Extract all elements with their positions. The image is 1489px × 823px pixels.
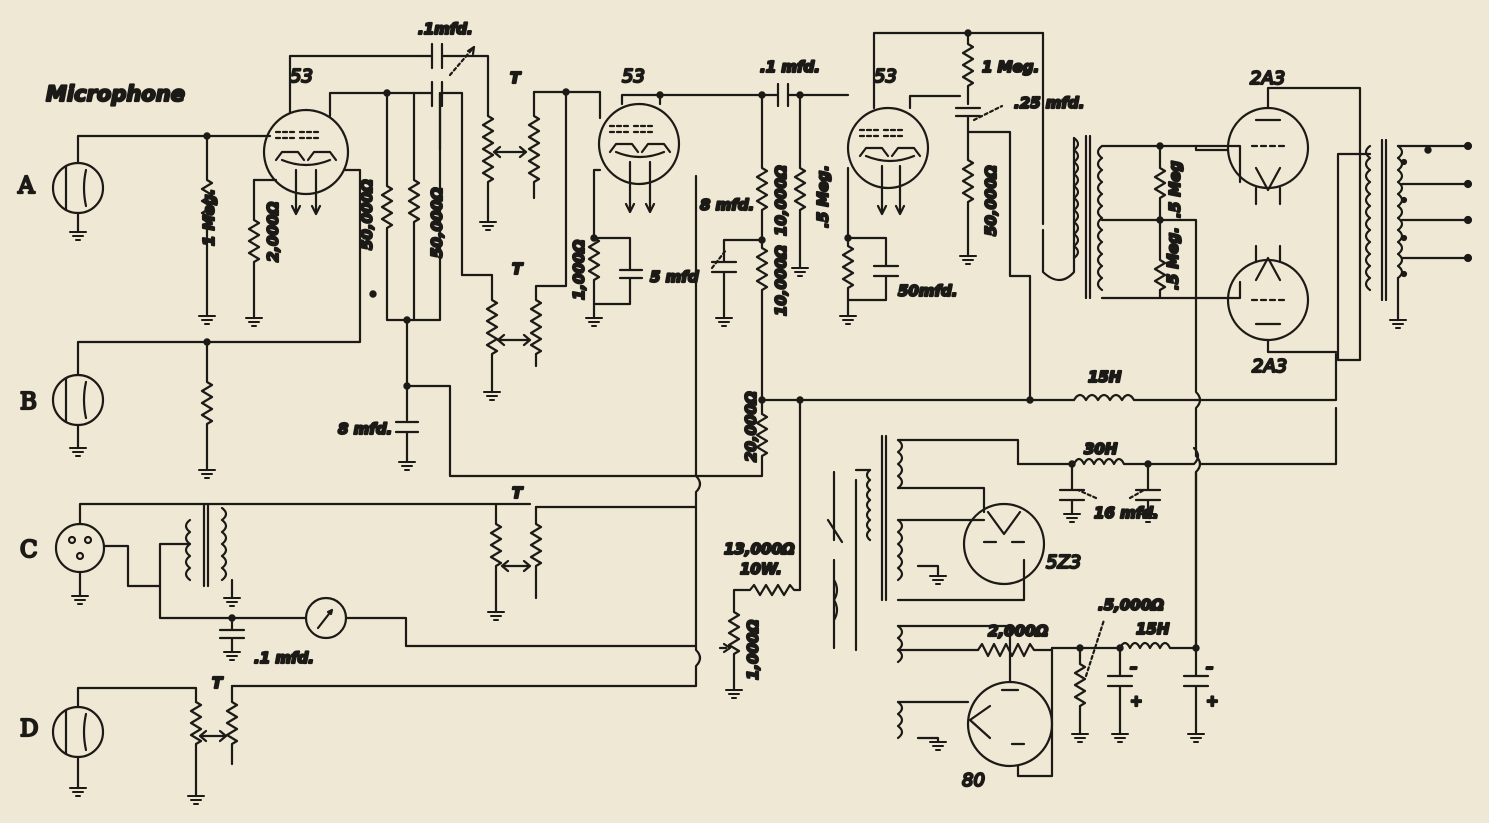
- l-15h-a-label: 15H: [1088, 368, 1122, 386]
- r-1meg-a-label: 1 Meg.: [200, 189, 218, 246]
- microphone-title: Microphone: [46, 82, 185, 106]
- transformer-t2-label: T: [512, 260, 524, 278]
- tube-2a3-upper-label: 2A3: [1250, 68, 1285, 89]
- c-1mfd-c-label: .1 mfd.: [254, 649, 314, 667]
- l-15h-b-label: 15H: [1136, 620, 1170, 638]
- input-label-a: A: [17, 173, 35, 199]
- r-5meg-b-label: .5 Meg: [1166, 161, 1184, 218]
- c-50mfd-label: 50mfd.: [898, 282, 957, 300]
- r-2000-label: 2,000Ω: [264, 202, 282, 262]
- meter-icon: [304, 596, 348, 640]
- minus-sign-2: –: [1206, 658, 1214, 676]
- r-20k-label: 20,000Ω: [742, 391, 760, 462]
- c-8mfd-a-label: 8 mfd.: [338, 420, 392, 438]
- tube-2a3-lower-label: 2A3: [1252, 356, 1287, 377]
- rectifier-80-icon: [966, 680, 1054, 768]
- transformer-t3-label: T: [512, 484, 524, 502]
- tube-53-first-label: 53: [290, 66, 313, 87]
- tube-53-second-label: 53: [622, 66, 645, 87]
- rectifier-5z3-icon: [962, 502, 1046, 586]
- r-1000-b-label: 1,000Ω: [744, 620, 762, 680]
- c-8mfd-b-label: 8 mfd.: [700, 196, 754, 214]
- photocell-a-icon: [51, 161, 105, 242]
- r-1meg-c-label: 1 Meg.: [982, 58, 1039, 76]
- transformer-t1-label: T: [510, 69, 522, 87]
- r-5meg-c-label: .5 Meg.: [1164, 227, 1182, 290]
- l-30h-label: 30H: [1084, 440, 1118, 458]
- photocell-d-icon: [51, 705, 105, 798]
- r-10k-b-label: 10,000Ω: [772, 245, 790, 316]
- input-label-c: C: [20, 537, 38, 563]
- r-2000-b-label: 2,000Ω: [988, 622, 1048, 640]
- c-16mfd-label: 16 mfd.: [1094, 504, 1159, 522]
- tube-53-third-icon: [846, 106, 930, 216]
- r-50k-a-label: 50,000Ω: [358, 179, 376, 250]
- cap-top-label: .1mfd.: [418, 20, 473, 38]
- r-50k-b-label: 50,000Ω: [428, 187, 446, 258]
- photocell-b-icon: [51, 373, 105, 458]
- rectifier-80-label: 80: [962, 770, 985, 791]
- rectifier-5z3-label: 5Z3: [1046, 552, 1081, 573]
- input-label-d: D: [20, 716, 38, 742]
- r-5000-label: .5,000Ω: [1098, 596, 1164, 614]
- r-10w-label: 10W.: [740, 560, 782, 578]
- transformer-t4-label: T: [212, 674, 224, 692]
- microphone-c-icon: [54, 522, 106, 606]
- r-5meg-a-label: .5 Meg.: [814, 165, 832, 228]
- r-10k-a-label: 10,000Ω: [772, 165, 790, 236]
- tube-53-second-icon: [597, 102, 681, 214]
- minus-sign-1: –: [1130, 658, 1138, 676]
- plus-sign-1: +: [1130, 692, 1143, 710]
- input-label-b: B: [20, 389, 37, 415]
- tube-2a3-upper-icon: [1226, 106, 1310, 206]
- r-13k-label: 13,000Ω: [724, 540, 795, 558]
- r-1000-label: 1,000Ω: [570, 240, 588, 300]
- plus-sign-2: +: [1206, 692, 1219, 710]
- tube-53-first-icon: [262, 108, 350, 216]
- cap-mid-label: .1 mfd.: [760, 58, 820, 76]
- c-5mfd-label: 5 mfd: [650, 268, 699, 286]
- tube-53-third-label: 53: [874, 66, 897, 87]
- c-25mfd-label: .25 mfd.: [1014, 94, 1084, 112]
- r-50k-c-label: 50,000Ω: [982, 165, 1000, 236]
